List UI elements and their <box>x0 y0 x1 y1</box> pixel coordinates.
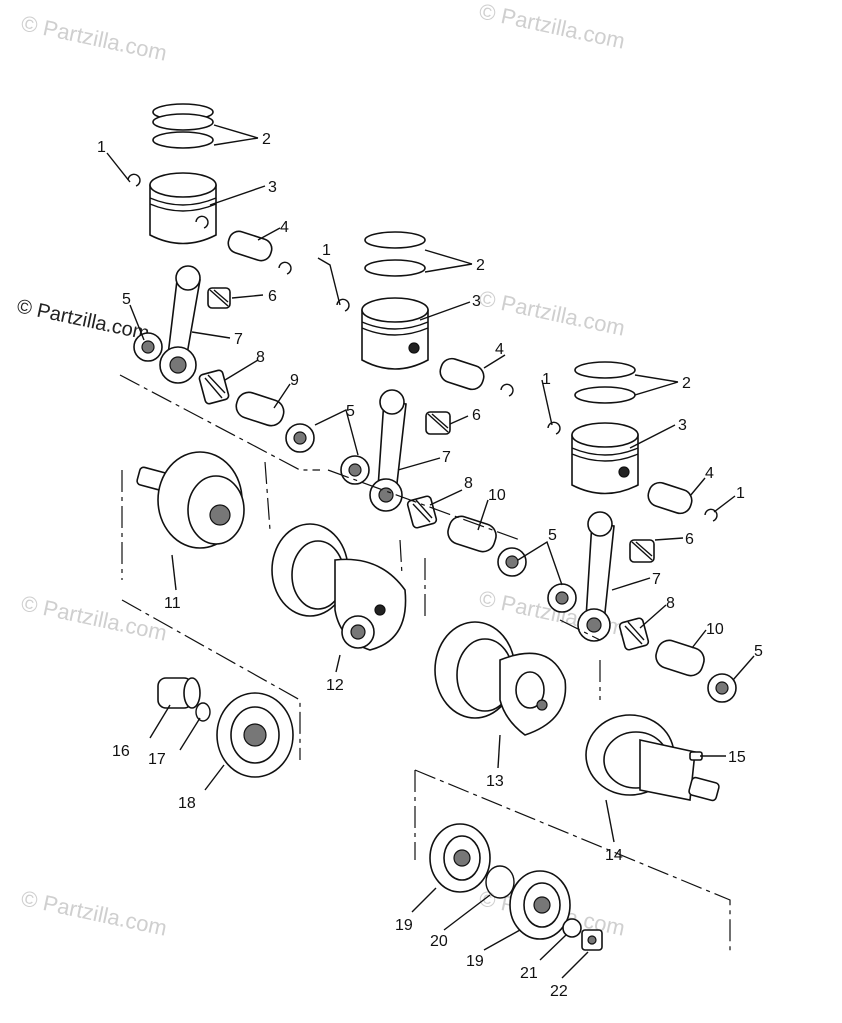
bearings-and-seals <box>157 677 603 951</box>
watermark: © Partzilla.com <box>477 0 627 54</box>
callout-9: 9 <box>290 372 299 389</box>
watermark: © Partzilla.com <box>19 885 169 940</box>
callout-5: 5 <box>754 643 763 660</box>
callout-19: 19 <box>466 953 484 970</box>
callout-1: 1 <box>736 485 745 502</box>
callout-5: 5 <box>548 527 557 544</box>
piston-assembly-middle <box>336 231 527 577</box>
callout-8: 8 <box>464 475 473 492</box>
callout-6: 6 <box>268 288 277 305</box>
piston-assembly-left <box>127 103 315 453</box>
callout-2: 2 <box>262 131 271 148</box>
callout-20: 20 <box>430 933 448 950</box>
callout-2: 2 <box>476 257 485 274</box>
callout-10: 10 <box>488 487 506 504</box>
watermark: © Partzilla.com <box>19 10 169 65</box>
callout-4: 4 <box>495 341 504 358</box>
callout-1: 1 <box>97 139 106 156</box>
callout-7: 7 <box>234 331 243 348</box>
callout-8: 8 <box>666 595 675 612</box>
callout-6: 6 <box>685 531 694 548</box>
callout-4: 4 <box>280 219 289 236</box>
leader-lines <box>106 124 755 979</box>
callout-10: 10 <box>706 621 724 638</box>
callout-3: 3 <box>472 293 481 310</box>
callout-15: 15 <box>728 749 746 766</box>
callout-5: 5 <box>346 403 355 420</box>
callout-22: 22 <box>550 983 568 1000</box>
callout-16: 16 <box>112 743 130 760</box>
callout-2: 2 <box>682 375 691 392</box>
callout-12: 12 <box>326 677 344 694</box>
watermarks: © Partzilla.com © Partzilla.com © Partzi… <box>15 0 627 941</box>
callout-8: 8 <box>256 349 265 366</box>
callout-7: 7 <box>652 571 661 588</box>
alignment-lines <box>119 374 731 955</box>
callout-5: 5 <box>122 291 131 308</box>
callout-19: 19 <box>395 917 413 934</box>
callout-6: 6 <box>472 407 481 424</box>
callout-7: 7 <box>442 449 451 466</box>
callout-1: 1 <box>322 242 331 259</box>
callout-21: 21 <box>520 965 538 982</box>
crankshaft-sections <box>136 451 720 802</box>
callout-13: 13 <box>486 773 504 790</box>
callout-18: 18 <box>178 795 196 812</box>
callout-1: 1 <box>542 371 551 388</box>
callout-4: 4 <box>705 465 714 482</box>
callout-17: 17 <box>148 751 166 768</box>
watermark: © Partzilla.com <box>477 285 627 340</box>
callout-14: 14 <box>605 847 623 864</box>
callout-3: 3 <box>268 179 277 196</box>
piston-assembly-right <box>547 361 737 703</box>
callout-11: 11 <box>164 595 181 612</box>
watermark: © Partzilla.com <box>19 590 169 645</box>
callout-3: 3 <box>678 417 687 434</box>
callout-numbers: 2 1 3 4 6 5 7 8 9 1 2 3 4 6 5 7 8 10 1 2… <box>97 131 763 1000</box>
